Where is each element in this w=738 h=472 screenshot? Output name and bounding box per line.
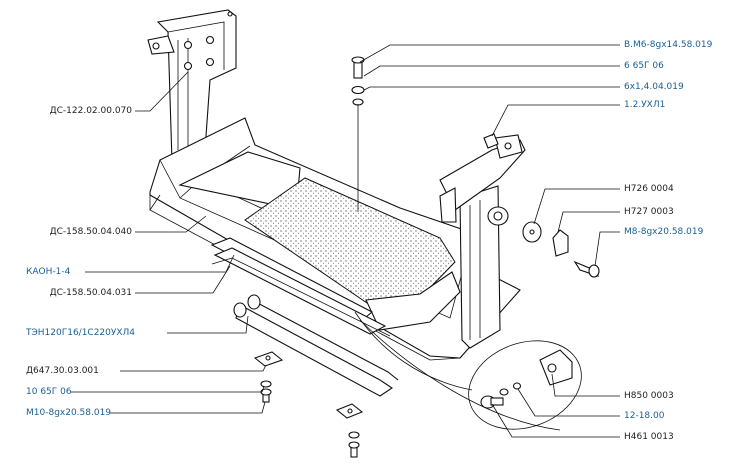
label-part-washer-6x14[interactable]: 6х1,4.04.019 bbox=[624, 82, 684, 92]
bottom-plates bbox=[253, 351, 364, 458]
right-side-parts bbox=[522, 221, 600, 278]
label-part-washer-6[interactable]: 6 65Г 06 bbox=[624, 61, 664, 71]
label-part-left-bracket: ДС-122.02.00.070 bbox=[49, 106, 132, 116]
label-part-h461: Н461 0013 bbox=[624, 432, 674, 442]
heating-element bbox=[233, 294, 399, 397]
leader-lines-right bbox=[357, 44, 620, 438]
label-part-plate: Д647.30.03.001 bbox=[26, 366, 99, 376]
left-bracket bbox=[147, 9, 237, 163]
cover-sheets bbox=[210, 237, 391, 337]
label-part-h727: Н727 0003 bbox=[624, 207, 674, 217]
label-part-bolt-m10[interactable]: М10-8gх20.58.019 bbox=[26, 408, 112, 418]
label-part-12-18[interactable]: 12-18.00 bbox=[624, 411, 665, 421]
label-part-heating-element[interactable]: ТЭН120Г16/1С220УХЛ4 bbox=[26, 328, 136, 338]
label-part-tray-body: ДС-158.50.04.040 bbox=[49, 227, 132, 237]
label-part-screw-m6[interactable]: В.М6-8gх14.58.019 bbox=[624, 40, 713, 50]
label-part-bolt-m8[interactable]: М8-8gх20.58.019 bbox=[624, 227, 704, 237]
label-part-washer-10[interactable]: 10 65Г 06 bbox=[26, 387, 72, 397]
label-part-h726: Н726 0004 bbox=[624, 184, 674, 194]
right-bracket bbox=[439, 134, 526, 349]
label-part-cover: ДС-158.50.04.031 bbox=[49, 288, 132, 298]
detail-inset bbox=[354, 311, 582, 431]
leader-lines-left bbox=[71, 71, 267, 414]
label-part-uhl1[interactable]: 1.2.УХЛ1 bbox=[624, 100, 666, 110]
label-part-kaon[interactable]: КАОН-1-4 bbox=[26, 267, 71, 277]
top-fasteners bbox=[351, 56, 499, 149]
label-part-h850: Н850 0003 bbox=[624, 391, 674, 401]
